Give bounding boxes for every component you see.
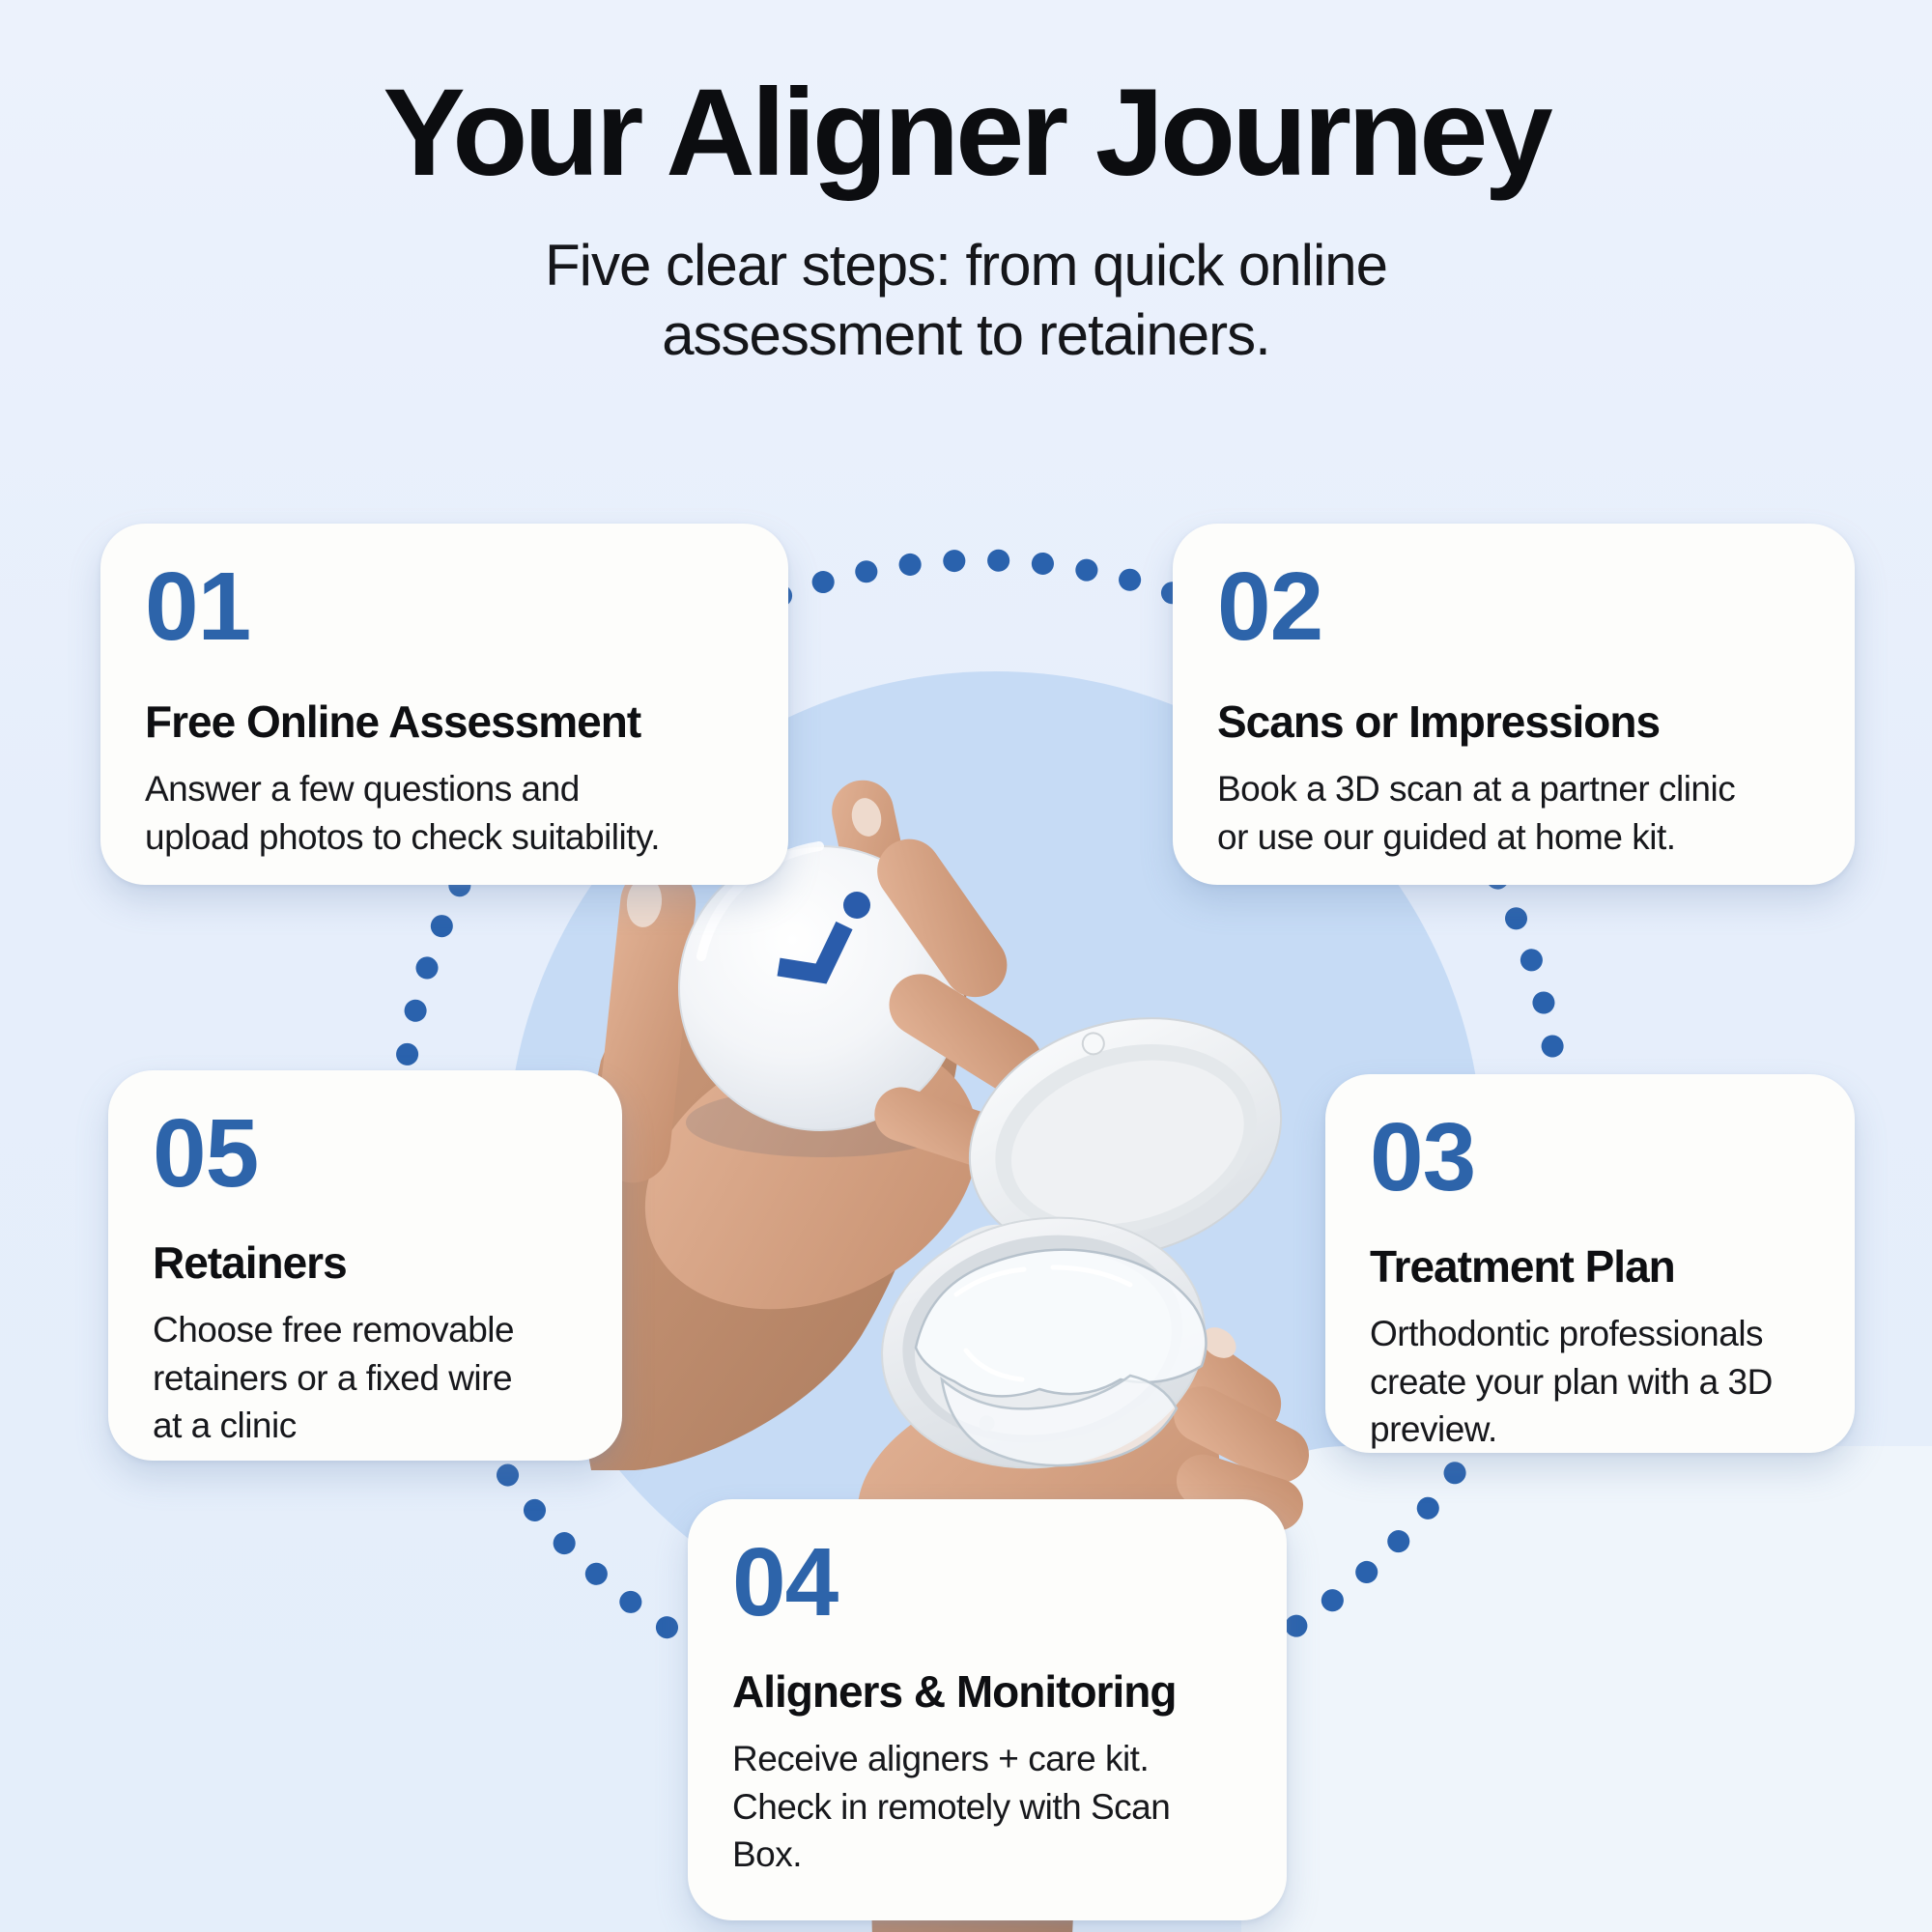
bottom-right-panel: [1241, 1446, 1932, 1932]
step-title: Aligners & Monitoring: [732, 1666, 1177, 1717]
clear-aligners: [914, 1248, 1208, 1467]
step-number: 04: [732, 1528, 838, 1636]
left-middle-finger: [877, 838, 1008, 998]
header: Your Aligner Journey Five clear steps: f…: [0, 62, 1932, 370]
step-card-1: 01 Free Online Assessment Answer a few q…: [100, 524, 788, 885]
step-number: 03: [1370, 1103, 1476, 1211]
step-title: Retainers: [153, 1237, 348, 1288]
step-title: Treatment Plan: [1370, 1241, 1676, 1292]
step-title: Free Online Assessment: [145, 696, 641, 747]
step-description: Orthodontic professionals create your pl…: [1370, 1314, 1773, 1450]
step-description: Book a 3D scan at a partner clinic or us…: [1217, 769, 1736, 857]
left-thumb-nail: [626, 877, 663, 927]
step-card-5: 05 Retainers Choose free removable retai…: [108, 1070, 622, 1461]
step-card-3: 03 Treatment Plan Orthodontic profession…: [1325, 1074, 1855, 1453]
step-card-2: 02 Scans or Impressions Book a 3D scan a…: [1173, 524, 1855, 885]
step-title: Scans or Impressions: [1217, 696, 1661, 747]
page-title: Your Aligner Journey: [383, 64, 1552, 202]
step-number: 02: [1217, 553, 1323, 661]
step-number: 01: [145, 553, 251, 661]
right-index-nail: [1202, 1327, 1236, 1358]
brand-check-icon: [777, 892, 870, 984]
step-number: 05: [153, 1099, 259, 1208]
step-description: Choose free removable retainers or a fix…: [153, 1310, 515, 1446]
lid-hinge-hole: [1081, 1032, 1105, 1056]
page-subtitle: Five clear steps: from quick online asse…: [544, 233, 1388, 367]
step-description: Receive aligners + care kit. Check in re…: [732, 1739, 1171, 1875]
left-ring-finger: [889, 974, 1042, 1094]
left-index-nail: [851, 798, 882, 837]
step-card-4: 04 Aligners & Monitoring Receive aligner…: [688, 1499, 1287, 1920]
right-middle-finger: [1174, 1386, 1309, 1483]
open-case-lid: [968, 1017, 1283, 1259]
step-description: Answer a few questions and upload photos…: [145, 769, 661, 857]
